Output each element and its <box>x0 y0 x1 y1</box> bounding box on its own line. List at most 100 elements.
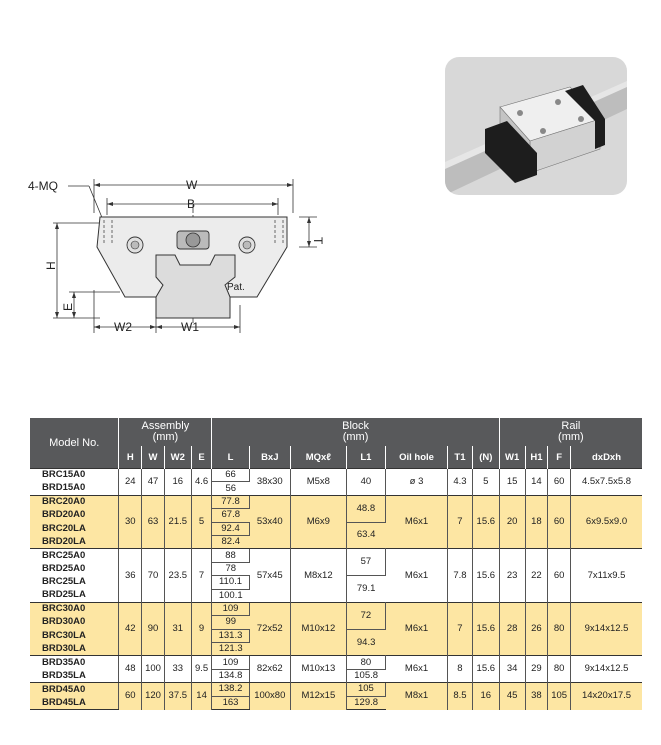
cell-h1: 22 <box>525 548 549 603</box>
cell-mq: M8x12 <box>290 548 347 603</box>
cell-f: 80 <box>547 655 572 683</box>
model-number: BRD25A0 <box>30 562 120 576</box>
column-header: W1 <box>499 446 526 469</box>
model-number: BRC20LA <box>30 522 120 536</box>
header-rail: Rail(mm) <box>499 418 642 446</box>
cell-w: 70 <box>141 548 165 603</box>
cell-t1: 7 <box>447 601 473 656</box>
cell-e: 7 <box>191 548 213 603</box>
cell-l1: 79.1 <box>346 575 386 603</box>
label-e: E <box>61 303 75 311</box>
model-number: BRC15A0 <box>30 467 120 482</box>
cell-l: 138.2 <box>211 682 250 697</box>
model-number: BRD30LA <box>30 642 120 657</box>
cell-h1: 14 <box>525 468 549 496</box>
column-header: (N) <box>472 446 500 469</box>
model-number: BRC30LA <box>30 629 120 643</box>
model-number: BRD35A0 <box>30 655 120 670</box>
cell-w2: 31 <box>164 601 192 656</box>
cell-w: 100 <box>141 655 165 683</box>
model-number: BRC25LA <box>30 575 120 590</box>
label-b: B <box>187 197 195 211</box>
cell-h: 60 <box>118 682 143 710</box>
cell-n: 15.6 <box>472 601 500 656</box>
cell-w1: 34 <box>499 655 526 683</box>
cell-t1: 8.5 <box>447 682 473 710</box>
cell-l: 109 <box>211 601 250 617</box>
label-w2: W2 <box>114 320 132 334</box>
cell-h1: 29 <box>525 655 549 683</box>
table-row: BRD20A0 67.8 <box>30 508 642 523</box>
cell-f: 60 <box>547 548 572 603</box>
column-header: H1 <box>525 446 549 469</box>
cell-t1: 7.8 <box>447 548 473 603</box>
model-number: BRC30A0 <box>30 601 120 616</box>
cell-bxj: 57x45 <box>249 548 291 603</box>
cell-l: 109 <box>211 655 250 670</box>
cell-l1: 63.4 <box>346 522 386 549</box>
cell-l1: 72 <box>346 601 387 630</box>
cell-w1: 20 <box>499 494 526 549</box>
cell-ddh: 9x14x12.5 <box>570 655 642 683</box>
linear-guide-block-photo <box>445 57 627 195</box>
column-header: L1 <box>346 446 387 469</box>
model-number: BRD20LA <box>30 535 120 550</box>
cell-ddh: 9x14x12.5 <box>570 601 642 656</box>
cell-w2: 37.5 <box>164 682 192 710</box>
cell-w: 47 <box>141 468 165 496</box>
cell-l: 82.4 <box>211 535 250 550</box>
column-header: BxJ <box>249 446 291 469</box>
cell-n: 15.6 <box>472 548 500 603</box>
cell-e: 5 <box>191 494 213 549</box>
label-t: T <box>311 237 325 245</box>
cell-l1: 105.8 <box>346 669 386 684</box>
model-number: BRD20A0 <box>30 508 120 523</box>
column-header: W2 <box>164 446 192 469</box>
column-header: L <box>211 446 250 469</box>
cell-w: 90 <box>141 601 165 656</box>
cell-oil: ø 3 <box>385 468 449 496</box>
cell-e: 9.5 <box>191 655 213 683</box>
column-header: T1 <box>447 446 473 469</box>
label-pat: Pat. <box>227 282 245 293</box>
cell-w2: 23.5 <box>164 548 192 603</box>
cell-mq: M12x15 <box>290 682 347 710</box>
table-row: BRD25A0 78 <box>30 562 642 577</box>
header-assembly: Assembly(mm) <box>118 418 213 446</box>
cell-w1: 23 <box>499 548 526 603</box>
table-row: BRC30LA 131.3 94.3 <box>30 629 642 656</box>
cell-oil: M8x1 <box>385 682 449 710</box>
cross-section-drawing: 4-MQ W B T H E W2 W1 Pat. <box>28 178 325 334</box>
cell-w1: 28 <box>499 601 526 656</box>
cell-n: 15.6 <box>472 494 500 549</box>
cell-t1: 4.3 <box>447 468 473 496</box>
cell-oil: M6x1 <box>385 548 449 603</box>
cell-l: 121.3 <box>211 642 250 657</box>
cell-f: 80 <box>547 601 572 656</box>
cell-w2: 33 <box>164 655 192 683</box>
cell-ddh: 14x20x17.5 <box>570 682 642 710</box>
label-h: H <box>44 261 58 270</box>
cell-oil: M6x1 <box>385 601 449 656</box>
specification-table: Model No. Assembly(mm) Block(mm) Rail(mm… <box>30 418 642 711</box>
model-number: BRC25A0 <box>30 548 120 563</box>
cell-h: 48 <box>118 655 143 683</box>
cell-l: 78 <box>211 562 250 577</box>
cell-l: 131.3 <box>211 629 250 644</box>
cell-bxj: 100x80 <box>249 682 291 710</box>
header-block: Block(mm) <box>211 418 500 446</box>
cell-e: 4.6 <box>191 468 213 496</box>
column-header: F <box>547 446 572 469</box>
cell-n: 16 <box>472 682 500 710</box>
label-w: W <box>186 178 198 192</box>
cell-h: 24 <box>118 468 143 496</box>
model-number: BRD30A0 <box>30 615 120 630</box>
cell-mq: M10x12 <box>290 601 347 656</box>
cell-l: 67.8 <box>211 508 250 523</box>
cell-f: 60 <box>547 468 572 496</box>
cell-l1: 94.3 <box>346 629 386 656</box>
